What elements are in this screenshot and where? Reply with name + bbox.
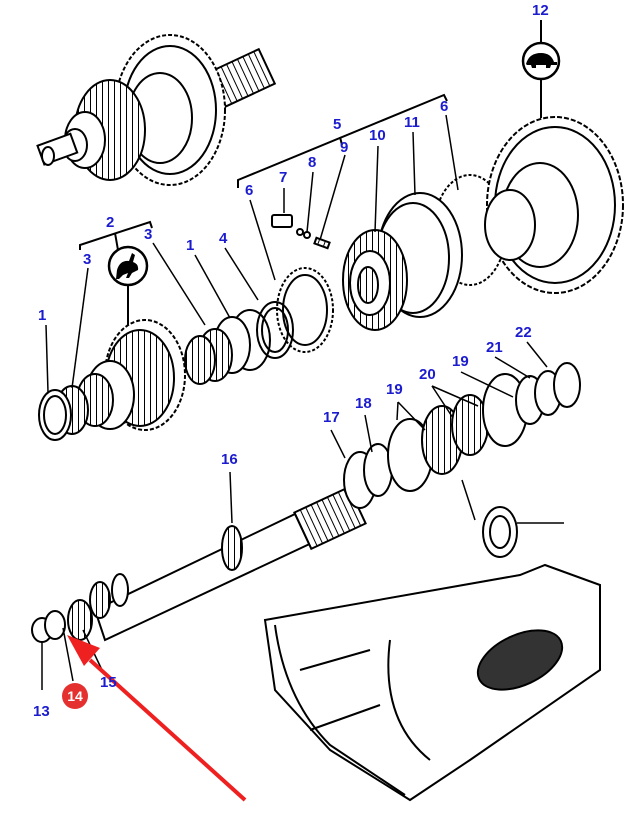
callout-3[interactable]: 3 [144, 226, 153, 243]
gearbox-housing [263, 563, 601, 802]
callout-10[interactable]: 10 [369, 127, 386, 144]
callout-16[interactable]: 16 [221, 451, 238, 468]
callout-14-highlighted[interactable]: 14 [62, 683, 88, 709]
tortoise-slow-speed-icon [521, 20, 561, 118]
callout-3[interactable]: 3 [83, 251, 92, 268]
shaft-bearings [343, 362, 581, 558]
leader-lines [41, 114, 564, 690]
callout-21[interactable]: 22 [515, 324, 532, 341]
callout-20[interactable]: 21 [486, 339, 503, 356]
callout-15[interactable]: 15 [100, 674, 117, 691]
callout-18[interactable]: 19 [452, 353, 469, 370]
callout-19[interactable]: 20 [419, 366, 436, 383]
callout-8[interactable]: 8 [308, 154, 317, 171]
callout-1[interactable]: 1 [38, 307, 47, 324]
synchro-small-parts [271, 214, 331, 250]
callout-11[interactable]: 11 [404, 114, 420, 131]
synchro-assembly [342, 174, 507, 331]
callout-9[interactable]: 9 [340, 139, 349, 156]
rings-mid [256, 267, 334, 359]
callout-4[interactable]: 4 [219, 230, 228, 247]
gear-cluster-top [36, 34, 277, 186]
callout-7[interactable]: 7 [279, 169, 288, 186]
front-rings [31, 610, 66, 643]
callout-18[interactable]: 18 [355, 395, 372, 412]
callout-19[interactable]: 19 [386, 381, 403, 398]
hare-fast-speed-icon [107, 245, 149, 330]
callout-17[interactable]: 17 [323, 409, 340, 426]
main-shaft [67, 485, 367, 642]
callout-1[interactable]: 1 [186, 237, 195, 254]
gear-large-right [484, 116, 624, 294]
group-bracket-5 [237, 93, 448, 188]
callout-5[interactable]: 5 [333, 116, 342, 133]
highlight-arrow [67, 635, 247, 802]
callout-6[interactable]: 6 [245, 182, 254, 199]
callout-12[interactable]: 12 [532, 2, 549, 19]
gear-assembly-left [38, 309, 271, 441]
callout-2[interactable]: 2 [106, 214, 115, 231]
group-bracket-2 [79, 220, 153, 251]
callout-13[interactable]: 13 [33, 703, 50, 720]
callout-6[interactable]: 6 [440, 98, 449, 115]
